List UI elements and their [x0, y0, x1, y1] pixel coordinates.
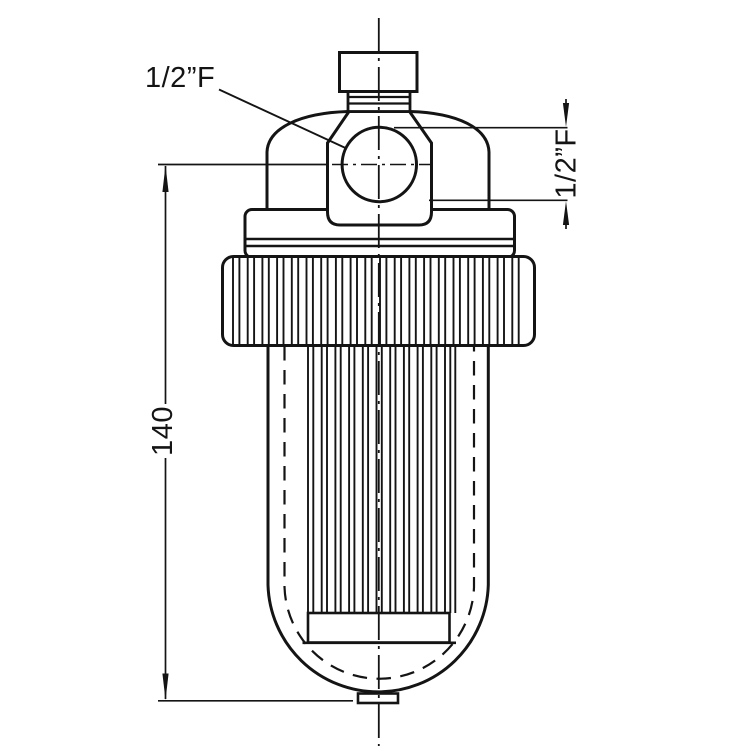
top-port-callout: 1/2”F — [145, 62, 346, 149]
height-arrow-down — [162, 673, 169, 700]
port-arrow-down — [562, 103, 570, 127]
housing-head — [243, 51, 516, 259]
height-dimension-label: 140 — [147, 406, 179, 456]
port-arrow-up — [562, 201, 570, 225]
port-size-dimension: 1/2”F — [394, 99, 583, 229]
height-arrow-up — [162, 165, 169, 192]
top-port-label: 1/2”F — [145, 62, 215, 94]
knurl-lines — [232, 258, 520, 344]
knurled-ring — [221, 255, 536, 347]
top-port-leader-line — [218, 88, 346, 149]
filter-pleats — [307, 347, 452, 613]
port-size-dimension-label: 1/2”F — [551, 128, 583, 198]
height-dimension: 140 — [147, 163, 353, 702]
drain-plug — [356, 692, 400, 705]
centerlines — [332, 18, 431, 746]
